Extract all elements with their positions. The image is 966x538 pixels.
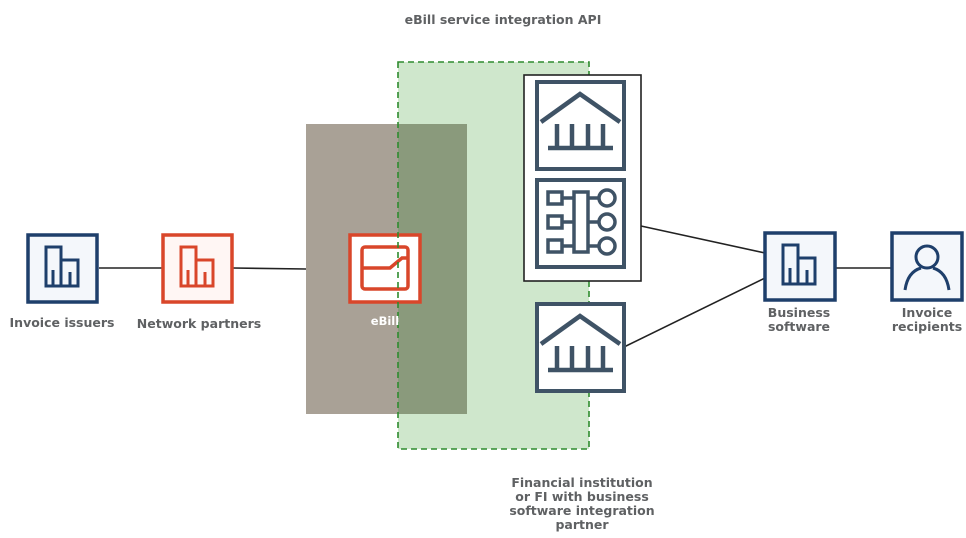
invoice-issuers-label: Invoice issuers bbox=[9, 315, 115, 330]
ebill-logo-icon bbox=[360, 245, 410, 291]
bank-icon bbox=[539, 313, 622, 373]
invoice-recipients-node bbox=[890, 231, 964, 302]
building-icon bbox=[44, 245, 80, 288]
fi-bank-bottom-node bbox=[535, 302, 626, 393]
person-icon bbox=[903, 244, 951, 291]
business-software-label: Business software bbox=[768, 306, 830, 334]
line-fi-bottom-business bbox=[623, 277, 766, 348]
invoice-recipients-label: Invoice recipients bbox=[892, 306, 962, 334]
line-fi-top-business bbox=[640, 225, 766, 254]
invoice-issuers-node bbox=[26, 233, 99, 304]
building-icon bbox=[179, 245, 215, 288]
fi-caption-line4: partner bbox=[555, 517, 609, 532]
software-module-icon bbox=[546, 188, 617, 256]
diagram-title: eBill service integration API bbox=[404, 12, 602, 27]
network-partners-node bbox=[161, 233, 234, 304]
business-software-label-line1: Business bbox=[767, 305, 831, 320]
fi-caption: Financial institution or FI with busines… bbox=[509, 476, 654, 532]
fi-caption-line1: Financial institution bbox=[511, 475, 653, 490]
fi-bank-top-node bbox=[535, 80, 626, 171]
fi-caption-line2: or FI with business bbox=[515, 489, 649, 504]
ebill-label: eBill bbox=[370, 314, 400, 328]
bank-icon bbox=[539, 91, 622, 151]
invoice-recipients-label-line2: recipients bbox=[891, 319, 963, 334]
business-software-label-line2: software bbox=[767, 319, 831, 334]
business-software-node bbox=[763, 231, 837, 302]
invoice-recipients-label-line1: Invoice bbox=[901, 305, 953, 320]
line-partners-ebill bbox=[232, 267, 307, 270]
business-software-frame bbox=[763, 231, 837, 302]
network-partners-label: Network partners bbox=[136, 316, 262, 331]
ebill-node bbox=[348, 233, 422, 304]
fi-software-node bbox=[535, 178, 626, 269]
building-icon bbox=[781, 243, 817, 286]
fi-caption-line3: software integration bbox=[509, 503, 655, 518]
